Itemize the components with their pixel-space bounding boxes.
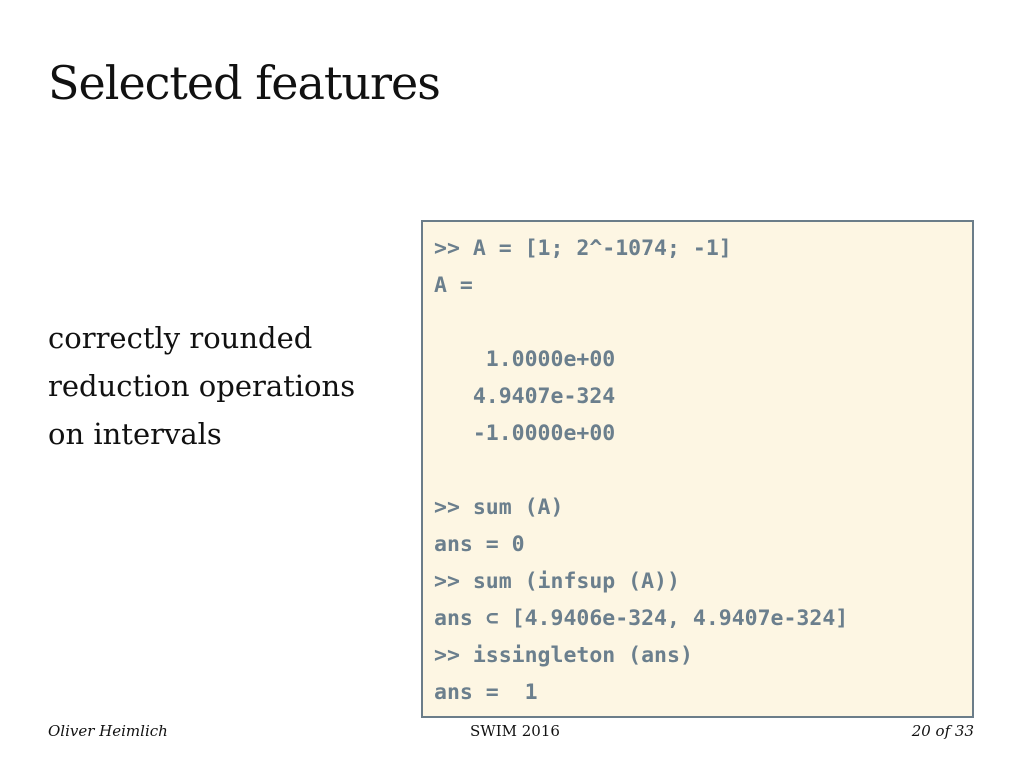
feature-line: reduction operations bbox=[48, 369, 356, 403]
feature-line: on intervals bbox=[48, 417, 222, 451]
code-line: ans = 1 bbox=[434, 680, 538, 705]
code-line bbox=[434, 304, 972, 341]
feature-line: correctly rounded bbox=[48, 321, 313, 355]
slide-title: Selected features bbox=[48, 56, 441, 110]
code-line: >> issingleton (ans) bbox=[434, 643, 693, 668]
footer-author: Oliver Heimlich bbox=[48, 722, 168, 740]
code-example-box: >> A = [1; 2^-1074; -1] A = 1.0000e+00 4… bbox=[421, 220, 974, 718]
footer-page-number: 20 of 33 bbox=[911, 722, 974, 740]
code-line bbox=[434, 452, 972, 489]
code-line: ans ⊂ [4.9406e-324, 4.9407e-324] bbox=[434, 606, 849, 631]
code-line: -1.0000e+00 bbox=[434, 421, 616, 446]
footer-event: SWIM 2016 bbox=[470, 722, 560, 740]
code-line: 1.0000e+00 bbox=[434, 347, 616, 372]
code-line: >> sum (A) bbox=[434, 495, 564, 520]
feature-description: correctly rounded reduction operations o… bbox=[48, 314, 408, 458]
code-line: A = bbox=[434, 273, 473, 298]
code-line: >> A = [1; 2^-1074; -1] bbox=[434, 236, 732, 261]
code-line: 4.9407e-324 bbox=[434, 384, 616, 409]
code-line: ans = 0 bbox=[434, 532, 525, 557]
code-line: >> sum (infsup (A)) bbox=[434, 569, 680, 594]
